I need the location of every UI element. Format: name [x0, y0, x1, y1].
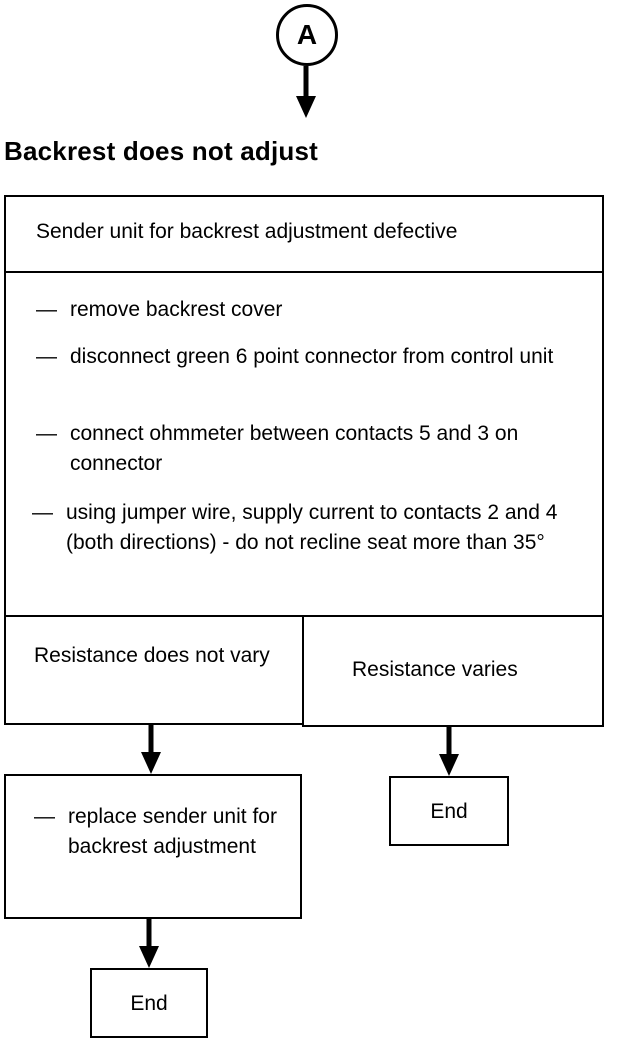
outcome-varies-box: Resistance varies	[302, 615, 604, 727]
end-box-left: End	[90, 968, 208, 1038]
step-item: — remove backrest cover	[36, 295, 576, 325]
outcome-text: Resistance does not vary	[34, 644, 270, 667]
outcome-no-variation-box: Resistance does not vary	[4, 615, 304, 725]
step-item: — connect ohmmeter between contacts 5 an…	[36, 419, 576, 479]
step-item: — disconnect green 6 point connector fro…	[36, 342, 556, 372]
step-text: using jumper wire, supply current to con…	[66, 501, 558, 554]
dash-marker: —	[36, 345, 57, 368]
page-title: Backrest does not adjust	[4, 136, 318, 166]
step-text: remove backrest cover	[70, 298, 283, 321]
end-label: End	[430, 800, 468, 823]
step-item: — using jumper wire, supply current to c…	[32, 498, 562, 558]
action-item: — replace sender unit for backrest adjus…	[34, 802, 284, 862]
step-text: connect ohmmeter between contacts 5 and …	[70, 422, 519, 475]
connector-label: A	[296, 19, 318, 50]
procedure-box: — remove backrest cover — disconnect gre…	[4, 271, 604, 617]
cause-box: Sender unit for backrest adjustment defe…	[4, 195, 604, 273]
step-text: disconnect green 6 point connector from …	[70, 345, 554, 368]
action-box: — replace sender unit for backrest adjus…	[4, 774, 302, 919]
dash-marker: —	[32, 501, 53, 524]
dash-marker: —	[34, 805, 55, 828]
cause-text: Sender unit for backrest adjustment defe…	[36, 220, 458, 243]
dash-marker: —	[36, 422, 57, 445]
offpage-connector-a: A	[276, 4, 338, 66]
dash-marker: —	[36, 298, 57, 321]
end-label: End	[130, 992, 168, 1015]
action-text: replace sender unit for backrest adjustm…	[68, 805, 277, 858]
end-box-right: End	[389, 776, 509, 846]
outcome-text: Resistance varies	[352, 658, 518, 681]
